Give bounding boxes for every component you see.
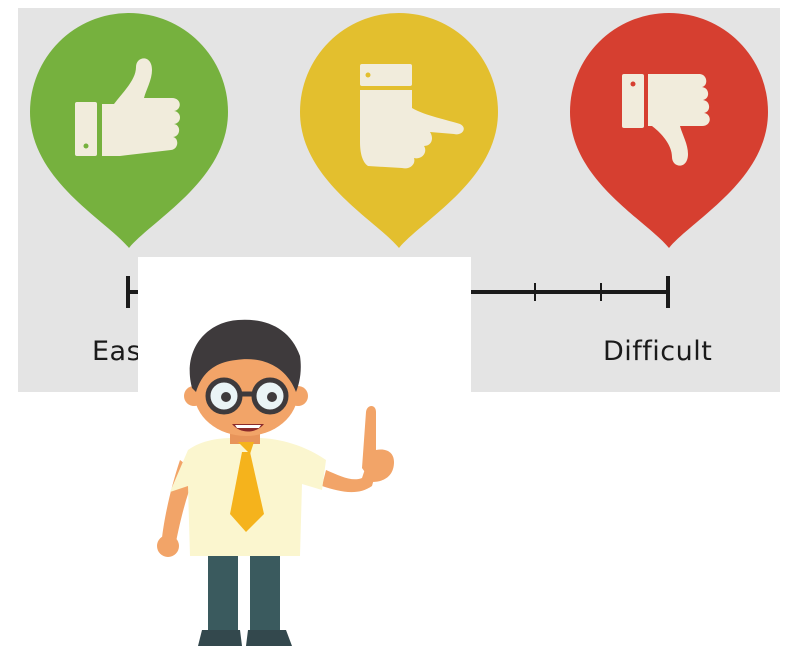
green-pin	[28, 12, 230, 250]
cartoon-man-illustration	[157, 319, 394, 646]
red-pin	[568, 12, 770, 250]
difficult-label: Difficult	[603, 336, 713, 367]
thumbs-down-icon	[570, 12, 768, 248]
thumbs-up-icon	[29, 12, 228, 248]
cartoon-man	[140, 300, 420, 656]
yellow-pin	[298, 12, 500, 250]
pointing-hand-icon	[300, 12, 498, 248]
